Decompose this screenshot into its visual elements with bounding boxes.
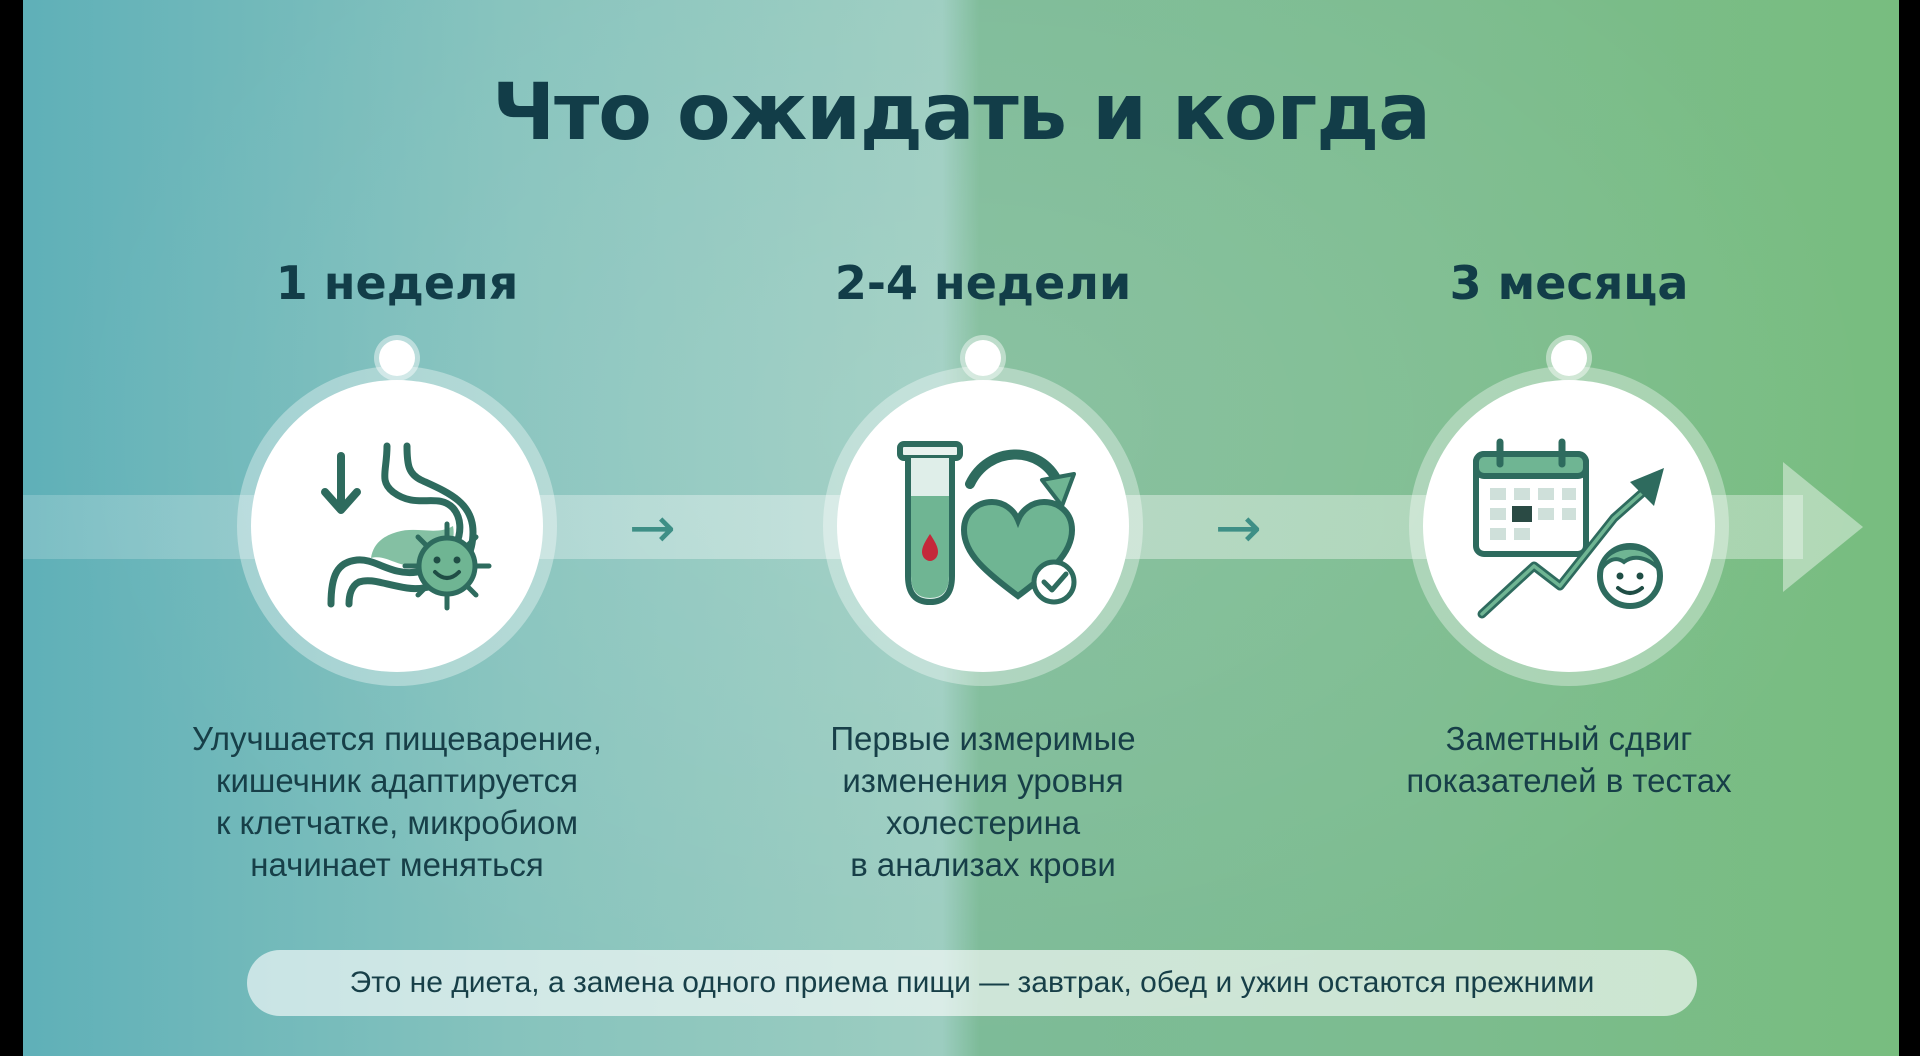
stomach-microbe-icon bbox=[321, 442, 492, 611]
step-label: 3 месяца bbox=[1449, 256, 1689, 310]
blood-test-heart-icon bbox=[897, 441, 1077, 606]
footer-note: Это не диета, а замена одного приема пищ… bbox=[247, 950, 1697, 1016]
step-description: Заметный сдвиг показателей в тестах bbox=[1406, 720, 1732, 799]
step-description: Первые измеримые изменения уровня холест… bbox=[830, 720, 1136, 883]
step-label: 2-4 недели bbox=[834, 256, 1132, 310]
step-label: 1 неделя bbox=[275, 256, 519, 310]
calendar-growth-icon bbox=[1473, 438, 1664, 619]
step-icon-disc bbox=[1409, 366, 1729, 686]
timeline-marker bbox=[1551, 340, 1587, 376]
timeline-arrowhead bbox=[1783, 462, 1863, 592]
step-description: Улучшается пищеварение, кишечник адаптир… bbox=[192, 720, 602, 883]
timeline-marker bbox=[379, 340, 415, 376]
step-icon-disc bbox=[237, 366, 557, 686]
step-icon-disc bbox=[823, 366, 1143, 686]
timeline-marker bbox=[965, 340, 1001, 376]
page-title: Что ожидать и когда bbox=[492, 68, 1431, 158]
arrow-right-icon: → bbox=[1215, 496, 1262, 561]
arrow-right-icon: → bbox=[629, 496, 676, 561]
infographic-slide: Что ожидать и когда → → 1 неделя bbox=[23, 0, 1899, 1056]
